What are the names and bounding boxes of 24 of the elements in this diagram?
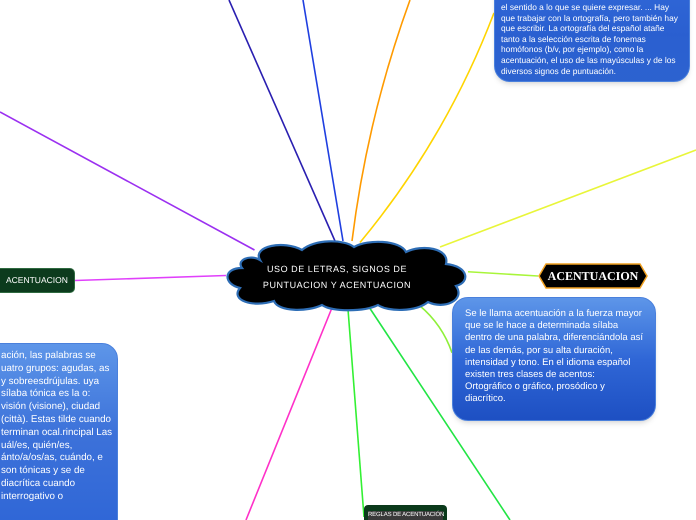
subtopic-tag — [0, 268, 75, 293]
image-card — [364, 505, 447, 520]
connector-line — [302, 0, 344, 242]
connector-line — [245, 307, 333, 520]
subtopic-title: ACENTUACION — [6, 275, 68, 286]
connector-line — [368, 307, 511, 520]
connector-line — [468, 270, 538, 277]
connector-line — [418, 304, 453, 354]
note-text: ación, las palabras se uatro grupos: agudas, as y sobreesdrújulas. uya sílaba tónica es la o: visión (visione), ciudad (città). Estas tilde cuando terminan ocal.rincipal Las uál/es, quién/es, ánto/a/os/as, cuándo, e son tónicas y se de diacrítica cuando interrogativo o — [1, 350, 114, 504]
connector-line — [351, 0, 411, 242]
connector-line — [0, 111, 255, 251]
note-card — [0, 343, 118, 520]
connector-line — [228, 0, 336, 242]
note-text: Se le llama acentuación a la fuerza mayor que se le hace a determinada sílaba dentro de una palabra, diferenciándola así de las demás, por su alta duración, intensidad y tono. En el idioma español existen tres clases de acentos: Ortográfico o gráfico, prosódico y diacrítico. — [465, 308, 643, 406]
connector-line — [74, 274, 226, 282]
topic-title: USO DE LETRAS, SIGNOS DE PUNTUACION Y ACENTUACION — [262, 262, 412, 292]
connector-line — [347, 309, 365, 518]
note-text: el sentido a lo que se quiere expresar. ... Hay que trabajar con la ortografía, pero también hay que escribir. La ortografía del español atañe tanto a la selección escrita de fonemas homófonos (b/v, por ejemplo), como la acentuación, el uso de las mayúsculas y de los diversos signos de puntuación. — [501, 2, 679, 76]
subtopic-hexagon — [538, 263, 648, 289]
note-card — [494, 0, 690, 82]
subtopic-title: ACENTUACION — [548, 269, 638, 283]
connector-line — [440, 149, 696, 248]
connector-line — [359, 12, 495, 243]
note-card — [452, 297, 656, 421]
